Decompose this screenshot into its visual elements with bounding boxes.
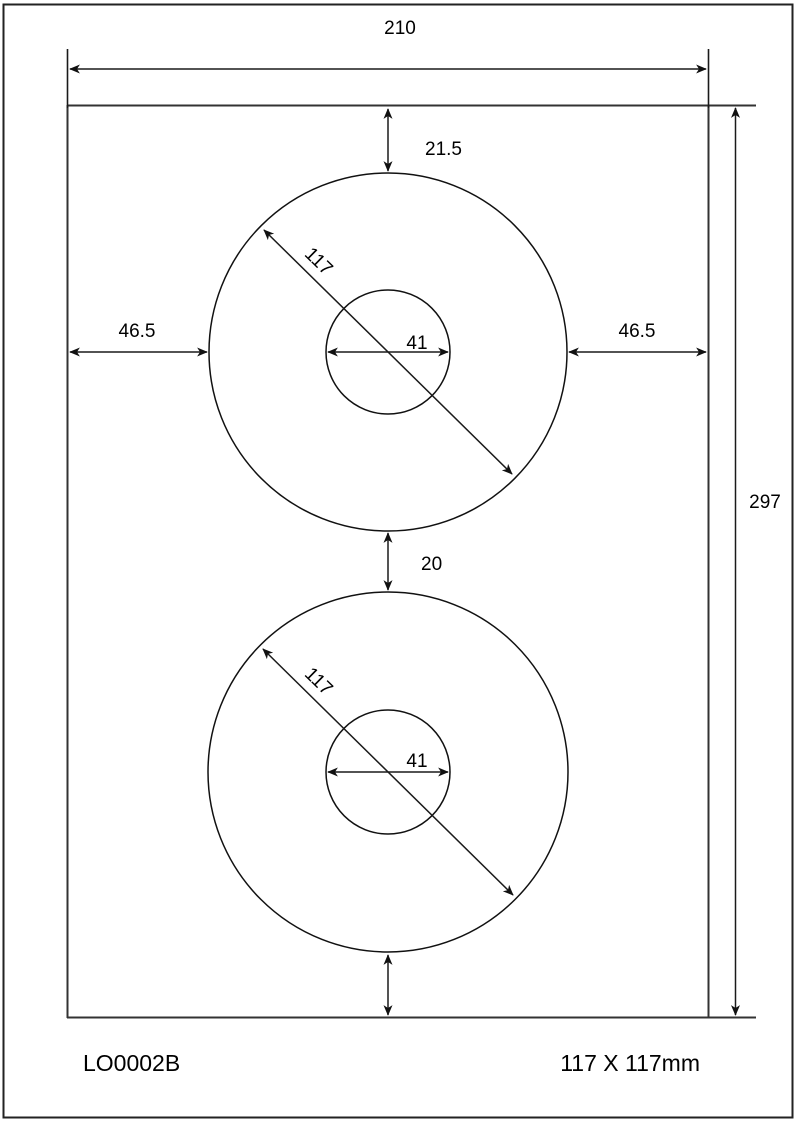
dimension-overall-width: 210 bbox=[69, 18, 707, 74]
right-margin-label: 46.5 bbox=[619, 321, 656, 342]
sheet-frame bbox=[66, 104, 756, 1019]
dimension-top-margin: 21.5 bbox=[383, 108, 462, 172]
top-label-outer-circle bbox=[208, 172, 568, 532]
bottom-outer-diameter-label: 117 bbox=[300, 664, 336, 700]
dimension-left-margin: 46.5 bbox=[69, 321, 208, 357]
dimension-gap: 20 bbox=[383, 532, 442, 591]
top-margin-label: 21.5 bbox=[425, 139, 462, 160]
top-inner-diameter-label: 41 bbox=[406, 333, 427, 354]
dimension-overall-height: 297 bbox=[731, 107, 781, 1016]
top-outer-diameter-label: 117 bbox=[300, 244, 336, 280]
size-label: 117 X 117mm bbox=[560, 1050, 700, 1076]
bottom-inner-diameter-label: 41 bbox=[406, 751, 427, 772]
gap-label: 20 bbox=[421, 554, 442, 575]
bottom-label-outer-circle bbox=[207, 591, 569, 953]
overall-width-label: 210 bbox=[384, 18, 416, 39]
page-outer-border bbox=[2, 3, 794, 1119]
width-extension-lines bbox=[66, 49, 710, 108]
dimension-top-inner-diameter: 41 bbox=[327, 333, 449, 357]
product-code-label: LO0002B bbox=[83, 1050, 180, 1076]
dimension-bottom-inner-diameter: 41 bbox=[327, 751, 449, 777]
dimension-right-margin: 46.5 bbox=[568, 321, 707, 357]
left-margin-label: 46.5 bbox=[119, 321, 156, 342]
overall-height-label: 297 bbox=[749, 492, 781, 513]
